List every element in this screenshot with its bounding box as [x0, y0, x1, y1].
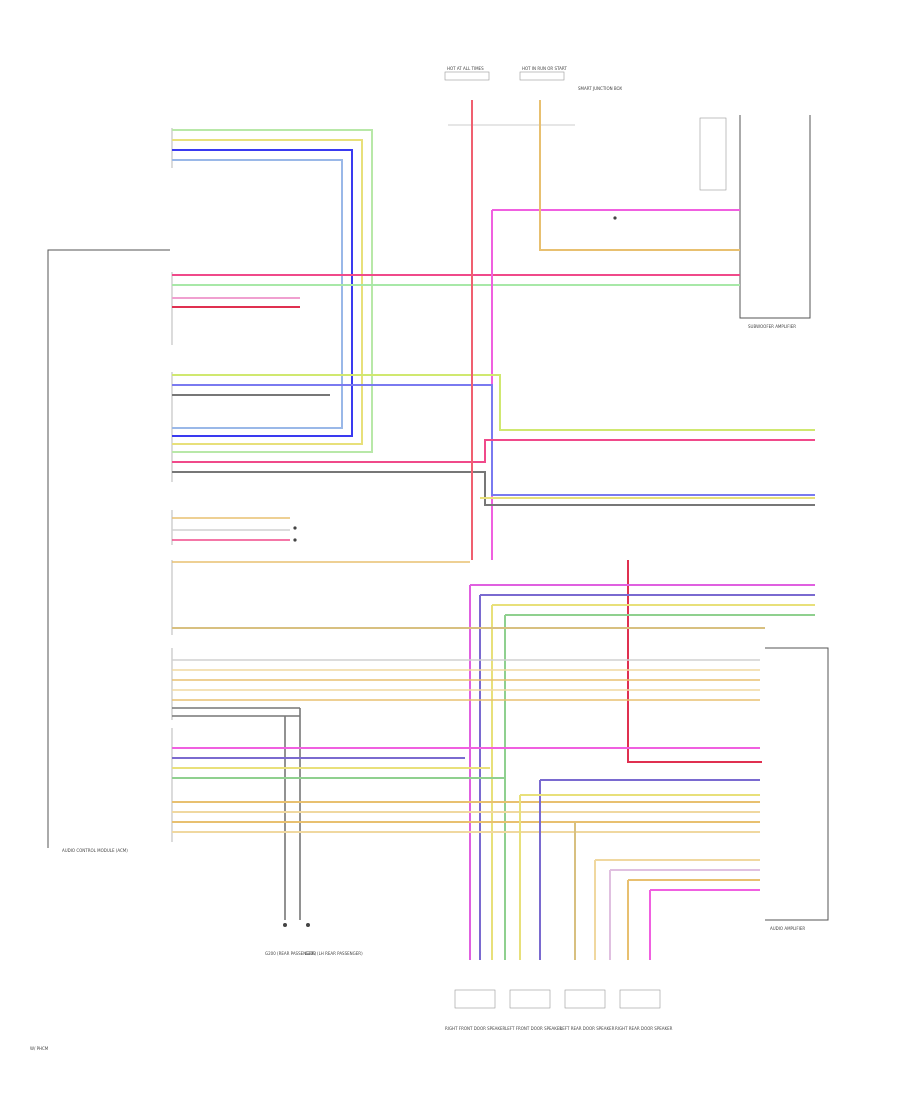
splice-icon [293, 526, 297, 530]
grounds [283, 216, 617, 927]
wire-magenta-spk [469, 584, 815, 960]
page-id-label: W/ PHCM [30, 1046, 49, 1051]
speakers [454, 989, 661, 1009]
speaker-box-2 [509, 989, 551, 1009]
wire-group-mid [172, 374, 815, 506]
speaker-2-label: LEFT FRONT DOOR SPEAKER [505, 1026, 562, 1031]
antenna-box [699, 117, 727, 191]
splice-icon [613, 216, 617, 220]
speaker-4-label: RIGHT REAR DOOR SPEAKER [615, 1026, 673, 1031]
module-left-label: AUDIO CONTROL MODULE (ACM) [62, 848, 128, 853]
wire-group-speaker-feed [172, 747, 760, 960]
audio-amplifier-outline [765, 647, 829, 921]
wire-group-small [172, 517, 470, 563]
speaker-box-4 [619, 989, 661, 1009]
wire-gray-right [172, 471, 815, 506]
ground-left-icon [283, 923, 287, 927]
wire-group-subwoofer [172, 100, 740, 560]
wire-blue-loop [172, 149, 353, 437]
wire-group-lower [172, 584, 815, 960]
wire-group-amp [172, 659, 760, 920]
audio-control-module-outline [47, 249, 170, 848]
smart-junction-label: SMART JUNCTION BOX [578, 86, 622, 91]
ground-mid-label: G202 (LH REAR PASSENGER) [305, 951, 363, 956]
wire-green-loop [172, 129, 373, 453]
wire-lightblue-loop [172, 159, 343, 429]
wire-group-top [172, 129, 373, 453]
ground-left-label: G200 (REAR PASSENGER) [265, 951, 317, 956]
subwoofer-amplifier-outline [739, 115, 811, 319]
wire-orange-sub [539, 100, 740, 251]
wire-yellow-loop [172, 139, 363, 445]
fuse-top-left-label: HOT AT ALL TIMES [447, 66, 484, 71]
speaker-box-1 [454, 989, 496, 1009]
wire-magenta-sub [491, 209, 740, 560]
splice-icon [293, 538, 297, 542]
wire-green-spk [504, 614, 815, 960]
module-right-top-label: SUBWOOFER AMPLIFIER [748, 324, 796, 329]
speaker-3-label: LEFT REAR DOOR SPEAKER [560, 1026, 615, 1031]
speaker-box-3 [564, 989, 606, 1009]
wire-pink-right [172, 439, 815, 463]
module-right-bottom-label: AUDIO AMPLIFIER [770, 926, 805, 931]
fuse-top-right-label: HOT IN RUN OR START [522, 66, 567, 71]
wire-violet-spk [479, 594, 815, 960]
wire-yellow-spk [491, 604, 815, 960]
fuse-block-right [519, 71, 565, 81]
ground-mid-icon [306, 923, 310, 927]
labels: AUDIO CONTROL MODULE (ACM) SUBWOOFER AMP… [30, 66, 805, 1051]
module-outlines [47, 71, 829, 921]
wire-yellowgreen-right [172, 374, 815, 431]
wire-red-amp [627, 560, 762, 763]
speaker-1-label: RIGHT FRONT DOOR SPEAKER [445, 1026, 506, 1031]
fuse-block-left [444, 71, 490, 81]
